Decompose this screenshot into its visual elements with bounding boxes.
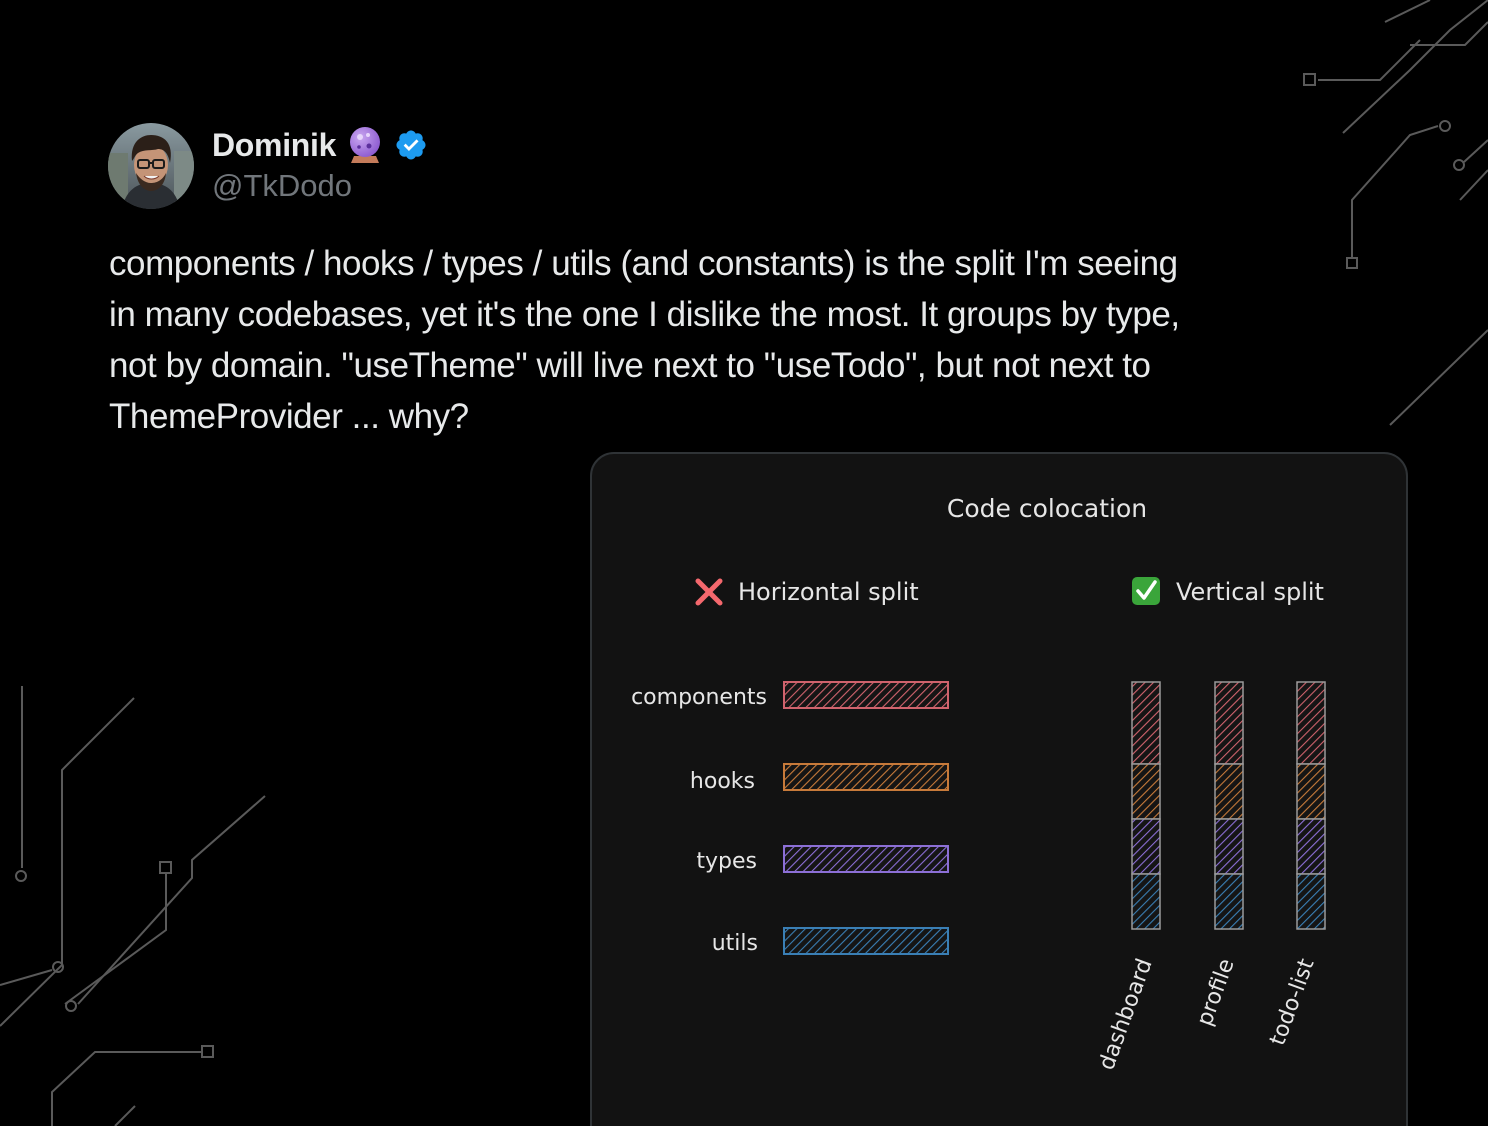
column-label-todo-list: todo-list	[1265, 955, 1319, 1049]
row-label-utils: utils	[712, 931, 758, 956]
vertical-column-todo-list	[1296, 681, 1326, 930]
horizontal-bar-hooks	[783, 763, 949, 791]
tweet-media-card[interactable]: Code colocation Horizontal split Vertica…	[590, 452, 1408, 1126]
row-label-components: components	[631, 685, 767, 710]
diagram-title: Code colocation	[947, 494, 1147, 523]
verified-badge-icon[interactable]	[394, 128, 428, 162]
horizontal-bar-types	[783, 845, 949, 873]
column-label-profile: profile	[1192, 956, 1239, 1030]
avatar[interactable]	[108, 123, 194, 209]
horizontal-split-label: Horizontal split	[738, 578, 919, 606]
profile-segment-hooks	[1214, 763, 1244, 820]
cross-mark-icon	[695, 578, 723, 606]
author-display-name[interactable]: Dominik	[212, 126, 337, 163]
author-handle[interactable]: @TkDodo	[212, 168, 353, 203]
todo-list-segment-hooks	[1296, 763, 1326, 820]
dashboard-segment-types	[1131, 818, 1161, 875]
check-mark-button-icon	[1132, 577, 1160, 605]
vertical-column-profile	[1214, 681, 1244, 930]
profile-segment-utils	[1214, 873, 1244, 930]
tweet-text-line: in many codebases, yet it's the one I di…	[109, 295, 1180, 334]
profile-segment-components	[1214, 681, 1244, 765]
horizontal-bar-components	[783, 681, 949, 709]
todo-list-segment-types	[1296, 818, 1326, 875]
avatar-photo	[108, 123, 194, 209]
tweet-text-line: ThemeProvider ... why?	[109, 397, 469, 436]
dashboard-segment-components	[1131, 681, 1161, 765]
tweet-text: components / hooks / types / utils (and …	[109, 238, 1349, 442]
crystal-ball-icon	[350, 127, 381, 163]
tweet-text-line: not by domain. "useTheme" will live next…	[109, 346, 1151, 385]
row-label-types: types	[696, 849, 757, 874]
author-name-row[interactable]: Dominik	[212, 124, 428, 166]
tweet-text-line: components / hooks / types / utils (and …	[109, 244, 1178, 283]
todo-list-segment-components	[1296, 681, 1326, 765]
vertical-column-dashboard	[1131, 681, 1161, 930]
column-label-dashboard: dashboard	[1094, 956, 1157, 1074]
vertical-split-label: Vertical split	[1176, 578, 1324, 606]
dashboard-segment-hooks	[1131, 763, 1161, 820]
todo-list-segment-utils	[1296, 873, 1326, 930]
horizontal-bar-utils	[783, 927, 949, 955]
dashboard-segment-utils	[1131, 873, 1161, 930]
code-colocation-diagram: Code colocation Horizontal split Vertica…	[631, 494, 1326, 1074]
profile-segment-types	[1214, 818, 1244, 875]
row-label-hooks: hooks	[690, 769, 755, 794]
